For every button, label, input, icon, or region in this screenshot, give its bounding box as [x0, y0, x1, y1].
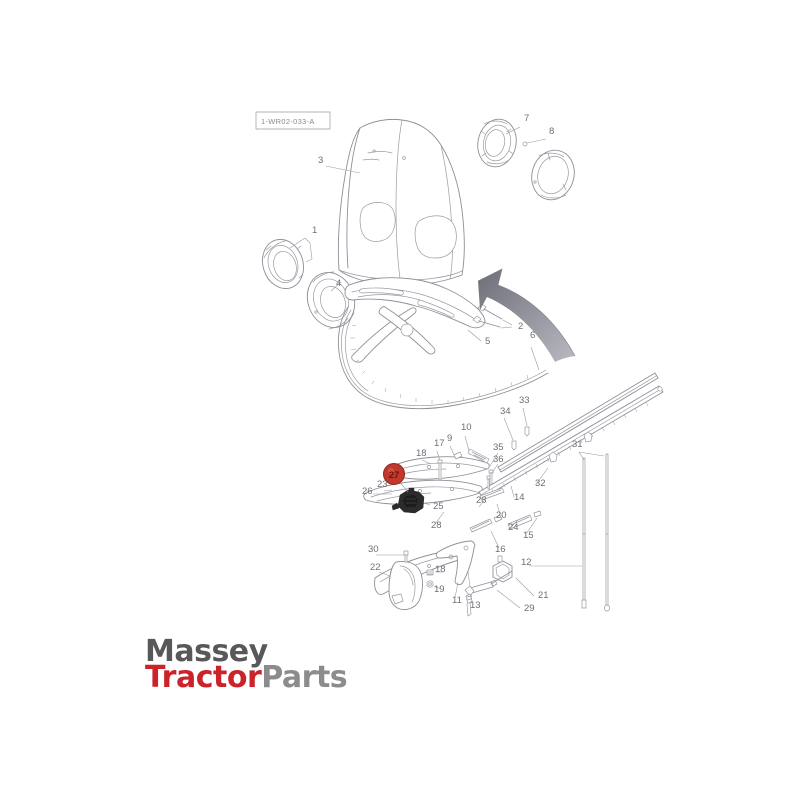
- leader-33: [522, 407, 528, 427]
- leader-21: [515, 577, 535, 597]
- leader-32: [535, 467, 549, 485]
- headlight-bezel-right: [477, 118, 517, 168]
- callout-10: 10: [461, 422, 472, 433]
- callout-18: 18: [416, 448, 427, 459]
- highlight-marker-label: 27: [389, 470, 400, 481]
- angle-bracket-group: [435, 540, 476, 585]
- leader-5: [467, 329, 482, 342]
- callout-32: 32: [535, 478, 546, 489]
- leader-4: [330, 281, 342, 292]
- rail-connector: [548, 431, 593, 463]
- leader-8a: [526, 138, 547, 144]
- callout-25: 25: [433, 501, 444, 512]
- leader-24: [510, 519, 519, 528]
- callout-14: 14: [514, 492, 525, 503]
- callout-5: 5: [485, 336, 490, 347]
- leader-3: [325, 165, 361, 174]
- callout-26: 26: [362, 486, 373, 497]
- fastener-group-lower: [426, 569, 434, 588]
- callout-6: 6: [530, 330, 535, 341]
- callout-21: 21: [538, 590, 549, 601]
- leader-34: [503, 417, 514, 441]
- leader-11: [454, 581, 459, 599]
- leader-28: [434, 511, 445, 525]
- latch-mechanism: [464, 555, 513, 617]
- logo-word-parts: Parts: [261, 660, 348, 695]
- front-grille-panel: [344, 277, 486, 363]
- callout-20: 20: [496, 510, 507, 521]
- callout-29: 29: [524, 603, 535, 614]
- callout-33: 33: [519, 395, 530, 406]
- logo-line-massey: Massey: [145, 634, 268, 669]
- callout-9: 9: [447, 433, 452, 444]
- support-rod-group: [581, 453, 610, 612]
- leader-16: [490, 530, 500, 549]
- logo-line-tractorparts: TractorParts: [145, 660, 348, 695]
- callout-13: 13: [470, 600, 481, 611]
- leader-22: [378, 571, 391, 577]
- logo-word-tractor: Tractor: [145, 660, 262, 695]
- leader-36: [491, 463, 499, 474]
- leader-19: [433, 585, 442, 590]
- callout-28: 28: [431, 520, 442, 531]
- drawing-code-text: 1-WR02-033-A: [261, 117, 315, 126]
- small-pin-set: [486, 426, 530, 490]
- leader-29: [496, 589, 521, 609]
- callout-8: 8: [549, 126, 554, 137]
- leader-14: [510, 485, 515, 498]
- callout-24: 24: [508, 522, 519, 533]
- callout-18b: 18: [435, 564, 446, 575]
- leader-35: [489, 452, 499, 467]
- highlighted-part-marker: 27: [383, 463, 409, 493]
- callout-34: 34: [500, 406, 511, 417]
- leader-18: [421, 459, 432, 465]
- leader-17: [436, 450, 441, 462]
- leader-23: [383, 489, 393, 492]
- washer-8: [522, 141, 528, 147]
- callout-35: 35: [493, 442, 504, 453]
- callout-17: 17: [434, 438, 445, 449]
- callout-1: 1: [312, 225, 317, 236]
- hinge-bracket-assembly-highlighted: [391, 487, 425, 514]
- callout-12: 12: [521, 557, 532, 568]
- callout-19: 19: [434, 584, 445, 595]
- leader-28b: [478, 497, 487, 508]
- leader-25: [423, 502, 431, 506]
- grille-seal-trim: [337, 306, 549, 410]
- callout-23: 23: [377, 479, 388, 490]
- callout-22: 22: [370, 562, 381, 573]
- side-panel-bracket: [388, 560, 423, 611]
- callout-15: 15: [523, 530, 534, 541]
- headlight-ring-right: [531, 149, 575, 201]
- leader-6: [530, 346, 540, 371]
- callout-30: 30: [368, 544, 379, 555]
- callout-labels: 1 2 3 4 5 6 7 8 9 10 11 12 13 14 15 16 1…: [312, 113, 583, 614]
- callout-31: 31: [572, 439, 583, 450]
- callout-36: 36: [493, 454, 504, 465]
- leader-31b: [578, 451, 605, 457]
- headlight-bezel-left: [262, 238, 304, 290]
- callout-2: 2: [518, 321, 523, 332]
- fastener-group-right: [469, 487, 542, 533]
- callout-7: 7: [524, 113, 529, 124]
- bonnet-hood-panel: [337, 118, 465, 286]
- massey-tractor-parts-logo: Massey TractorParts: [145, 637, 415, 699]
- leader-20: [496, 503, 501, 515]
- callout-4: 4: [336, 278, 341, 289]
- assembly-direction-arrow: [477, 268, 576, 362]
- upper-diagonal-rail: [497, 372, 659, 473]
- drawing-code-box: 1-WR02-033-A: [255, 111, 331, 130]
- callout-28b: 28: [476, 495, 487, 506]
- bolt-30: [403, 550, 409, 563]
- callout-16: 16: [495, 544, 506, 555]
- callout-3: 3: [318, 155, 323, 166]
- callout-11: 11: [452, 595, 462, 606]
- mid-diagonal-rail: [478, 385, 664, 499]
- leader-15: [525, 517, 538, 535]
- bolt-set: [472, 303, 513, 329]
- leader-31a: [578, 451, 585, 461]
- leader-1: [289, 237, 306, 249]
- leader-7: [505, 126, 521, 135]
